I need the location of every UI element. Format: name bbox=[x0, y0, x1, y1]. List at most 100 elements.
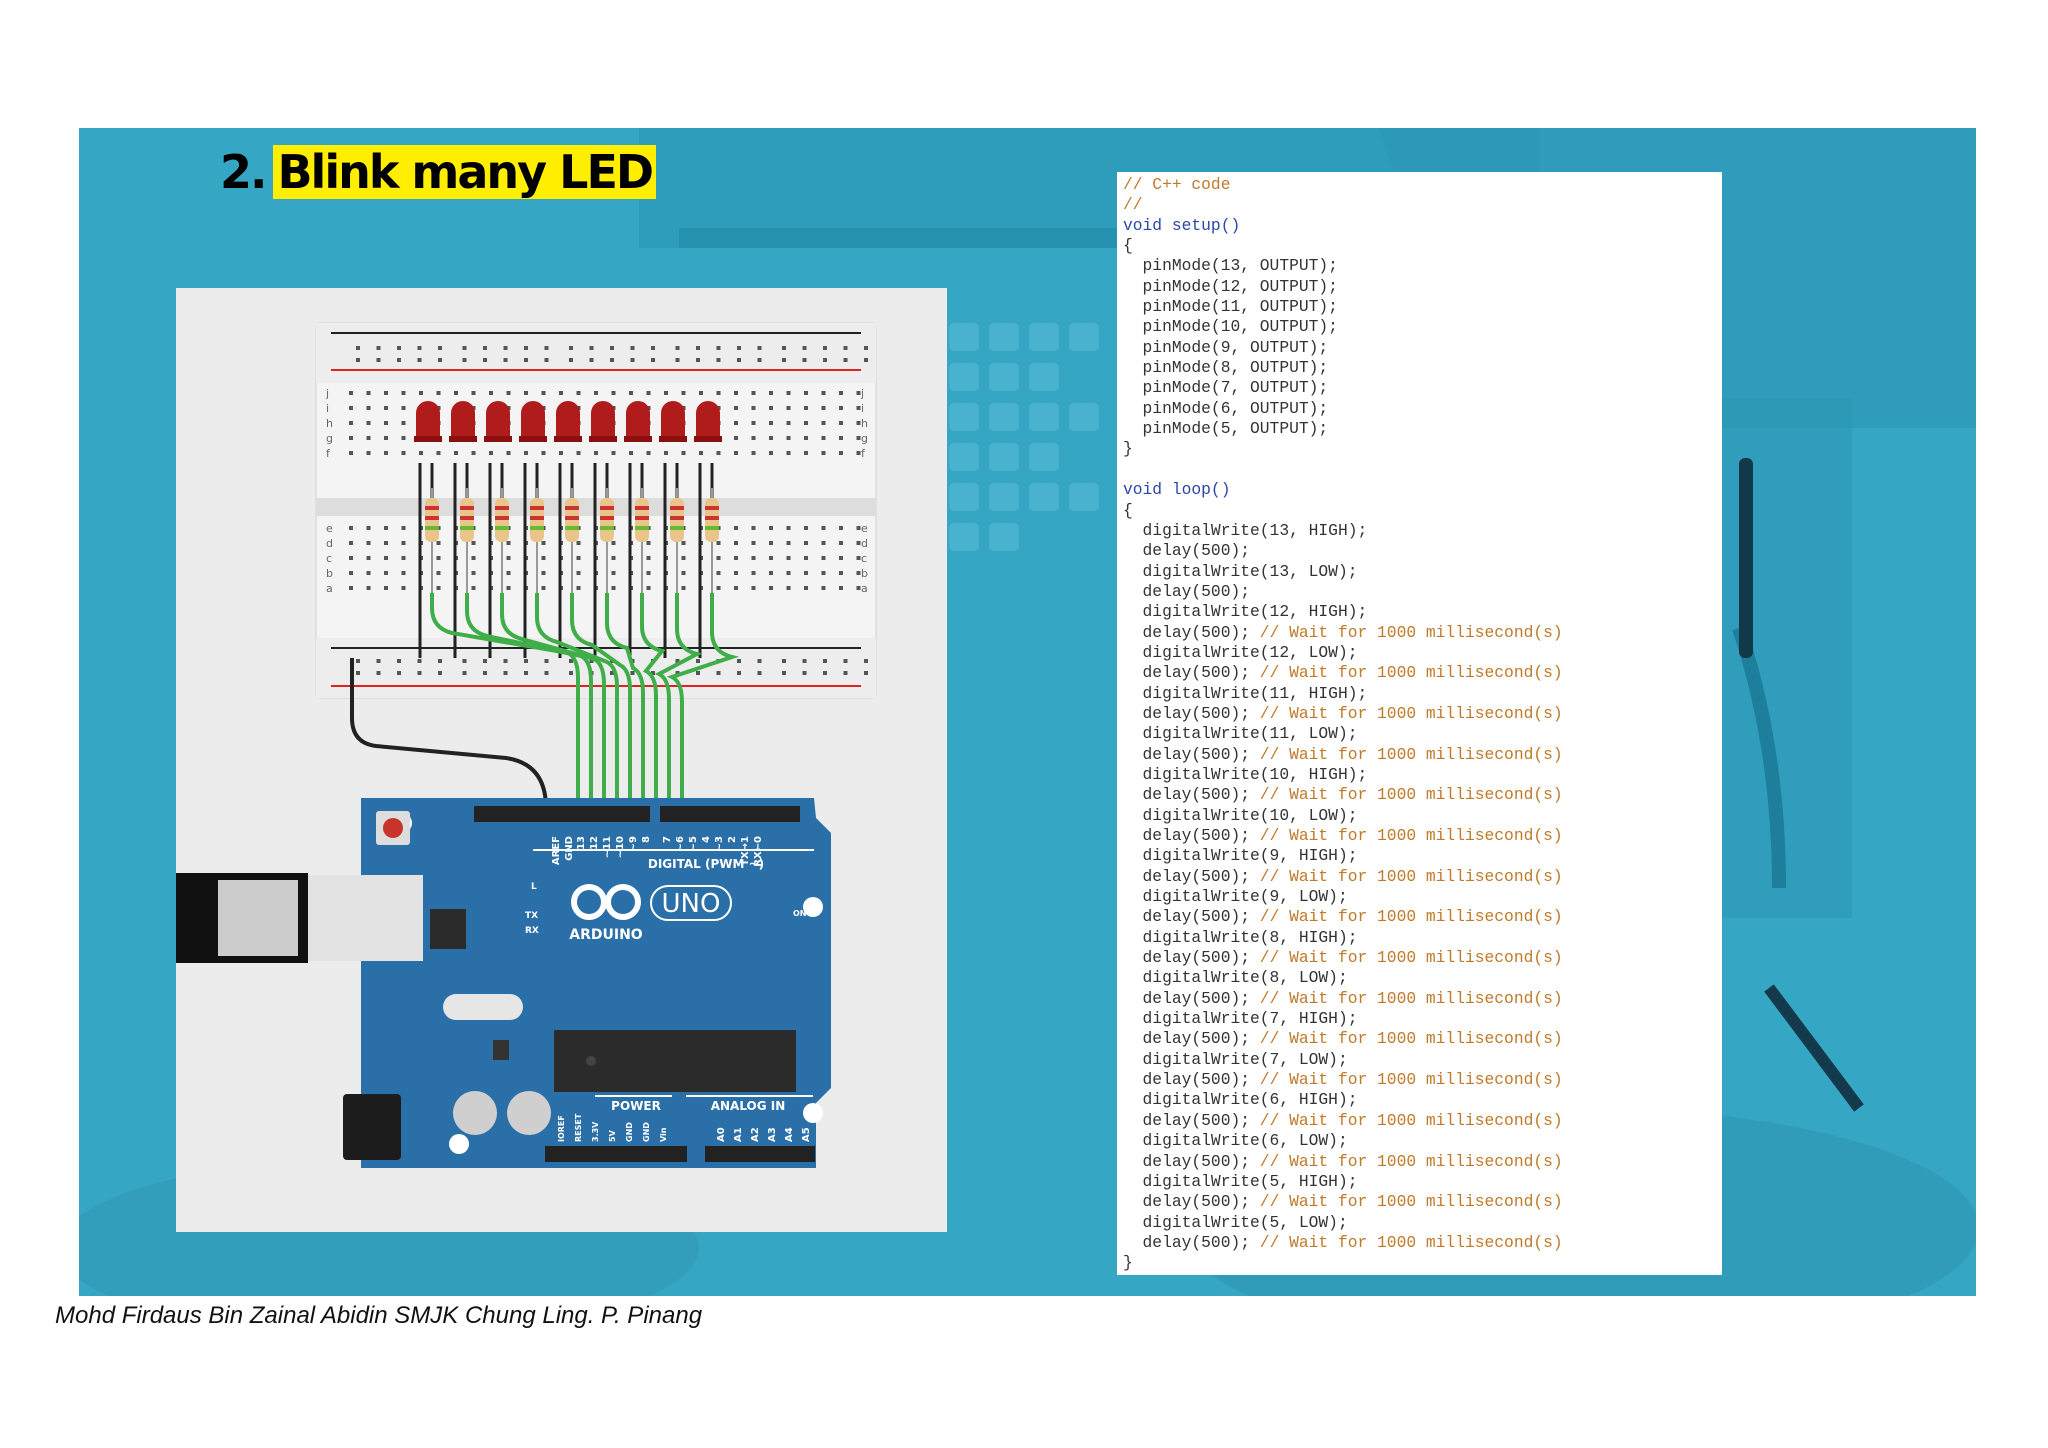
pin-label: 7 bbox=[662, 836, 673, 843]
code-line bbox=[1123, 460, 1722, 480]
row-letter: c bbox=[861, 552, 867, 565]
code-line: delay(500); // Wait for 1000 millisecond… bbox=[1123, 622, 1563, 642]
led bbox=[589, 401, 617, 442]
code-line: digitalWrite(5, LOW); bbox=[1123, 1212, 1348, 1232]
power-pin-label: Vin bbox=[659, 1127, 668, 1142]
title-number: 2. bbox=[220, 145, 268, 199]
code-line: digitalWrite(11, HIGH); bbox=[1123, 683, 1368, 703]
led bbox=[484, 401, 512, 442]
code-line: } bbox=[1123, 1253, 1133, 1273]
code-line: delay(500); // Wait for 1000 millisecond… bbox=[1123, 1070, 1563, 1090]
code-panel: // C++ code//void setup(){ pinMode(13, O… bbox=[1117, 172, 1722, 1275]
code-line: delay(500); // Wait for 1000 millisecond… bbox=[1123, 1192, 1563, 1212]
analog-pin-label: A1 bbox=[733, 1127, 744, 1142]
row-letter: f bbox=[861, 447, 866, 460]
code-line: pinMode(10, OUTPUT); bbox=[1123, 317, 1338, 337]
code-line: digitalWrite(6, HIGH); bbox=[1123, 1090, 1358, 1110]
row-letter: d bbox=[326, 537, 333, 550]
row-letter: c bbox=[326, 552, 332, 565]
slide-title: 2. Blink many LED bbox=[220, 143, 657, 201]
code-line: digitalWrite(7, HIGH); bbox=[1123, 1009, 1358, 1029]
pin-label: ~9 bbox=[628, 836, 639, 851]
code-line: delay(500); // Wait for 1000 millisecond… bbox=[1123, 1110, 1563, 1130]
code-line: // bbox=[1123, 195, 1143, 215]
code-line: pinMode(12, OUTPUT); bbox=[1123, 276, 1338, 296]
l-label: L bbox=[531, 882, 537, 892]
brand-label: ARDUINO bbox=[569, 927, 643, 943]
code-line: { bbox=[1123, 236, 1133, 256]
pin-label: 13 bbox=[576, 836, 587, 850]
led bbox=[414, 401, 442, 442]
code-line: digitalWrite(5, HIGH); bbox=[1123, 1171, 1358, 1191]
row-letter: h bbox=[861, 417, 868, 430]
arduino-board bbox=[176, 798, 831, 1168]
code-line: delay(500); // Wait for 1000 millisecond… bbox=[1123, 907, 1563, 927]
code-line: digitalWrite(6, LOW); bbox=[1123, 1131, 1348, 1151]
pin-label: ~6 bbox=[675, 836, 686, 851]
row-letter: d bbox=[861, 537, 868, 550]
code-line: { bbox=[1123, 500, 1133, 520]
digital-label: DIGITAL (PWM ~) bbox=[648, 857, 764, 871]
code-line: digitalWrite(9, LOW); bbox=[1123, 887, 1348, 907]
code-line: pinMode(13, OUTPUT); bbox=[1123, 256, 1338, 276]
analog-pin-label: A0 bbox=[716, 1127, 727, 1142]
code-line: digitalWrite(13, HIGH); bbox=[1123, 520, 1368, 540]
code-line: delay(500); // Wait for 1000 millisecond… bbox=[1123, 866, 1563, 886]
pin-label: 2 bbox=[727, 836, 738, 843]
resistor bbox=[600, 488, 614, 593]
led bbox=[694, 401, 722, 442]
code-line: digitalWrite(12, HIGH); bbox=[1123, 602, 1368, 622]
signal-wire bbox=[654, 593, 703, 808]
footer-credit: Mohd Firdaus Bin Zainal Abidin SMJK Chun… bbox=[55, 1302, 703, 1329]
signal-wire bbox=[570, 593, 632, 808]
code-line: delay(500); bbox=[1123, 581, 1251, 601]
signal-wire bbox=[640, 593, 666, 808]
code-line: digitalWrite(8, LOW); bbox=[1123, 968, 1348, 988]
code-line: delay(500); // Wait for 1000 millisecond… bbox=[1123, 988, 1563, 1008]
power-pin-label: 5V bbox=[608, 1129, 617, 1142]
power-pin-label: IOREF bbox=[557, 1115, 566, 1142]
resistor bbox=[530, 488, 544, 593]
aref-label: AREF bbox=[551, 836, 562, 865]
row-letter: j bbox=[860, 387, 864, 400]
row-letter: i bbox=[861, 402, 864, 415]
analog-pin-label: A3 bbox=[767, 1127, 778, 1142]
resistor bbox=[670, 488, 684, 593]
code-line: digitalWrite(12, LOW); bbox=[1123, 642, 1358, 662]
code-line: digitalWrite(11, LOW); bbox=[1123, 724, 1358, 744]
pin-label: ~11 bbox=[602, 836, 613, 858]
pin-label: ~10 bbox=[615, 836, 626, 858]
row-letter: a bbox=[861, 582, 868, 595]
code-line: delay(500); // Wait for 1000 millisecond… bbox=[1123, 826, 1563, 845]
code-line: digitalWrite(8, HIGH); bbox=[1123, 927, 1358, 947]
code-line: delay(500); // Wait for 1000 millisecond… bbox=[1123, 948, 1563, 968]
resistor bbox=[705, 488, 719, 593]
resistor bbox=[495, 488, 509, 593]
pin-label: TX→1 bbox=[740, 836, 751, 866]
row-letter: f bbox=[326, 447, 331, 460]
power-pin-label: GND bbox=[642, 1122, 651, 1142]
board-label: UNO bbox=[662, 889, 721, 919]
code-line: delay(500); // Wait for 1000 millisecond… bbox=[1123, 1151, 1563, 1171]
code-line: delay(500); // Wait for 1000 millisecond… bbox=[1123, 703, 1563, 723]
code-line: delay(500); bbox=[1123, 541, 1251, 561]
analog-pin-label: A4 bbox=[784, 1127, 795, 1142]
code-line: pinMode(6, OUTPUT); bbox=[1123, 398, 1329, 418]
row-letter: j bbox=[325, 387, 329, 400]
row-letter: b bbox=[326, 567, 333, 580]
pin-label: ~3 bbox=[714, 836, 725, 851]
resistor bbox=[425, 488, 439, 593]
led bbox=[519, 401, 547, 442]
code-line: pinMode(7, OUTPUT); bbox=[1123, 378, 1329, 398]
code-line: pinMode(5, OUTPUT); bbox=[1123, 419, 1329, 439]
code-line: digitalWrite(7, LOW); bbox=[1123, 1049, 1348, 1069]
row-letter: e bbox=[861, 522, 868, 535]
resistor bbox=[635, 488, 649, 593]
analog-pin-label: A5 bbox=[801, 1127, 812, 1142]
code-line: digitalWrite(13, LOW); bbox=[1123, 561, 1358, 581]
row-letter: b bbox=[861, 567, 868, 580]
on-label: ON bbox=[793, 909, 807, 918]
row-letter: i bbox=[326, 402, 329, 415]
code-line: digitalWrite(10, HIGH); bbox=[1123, 764, 1368, 784]
